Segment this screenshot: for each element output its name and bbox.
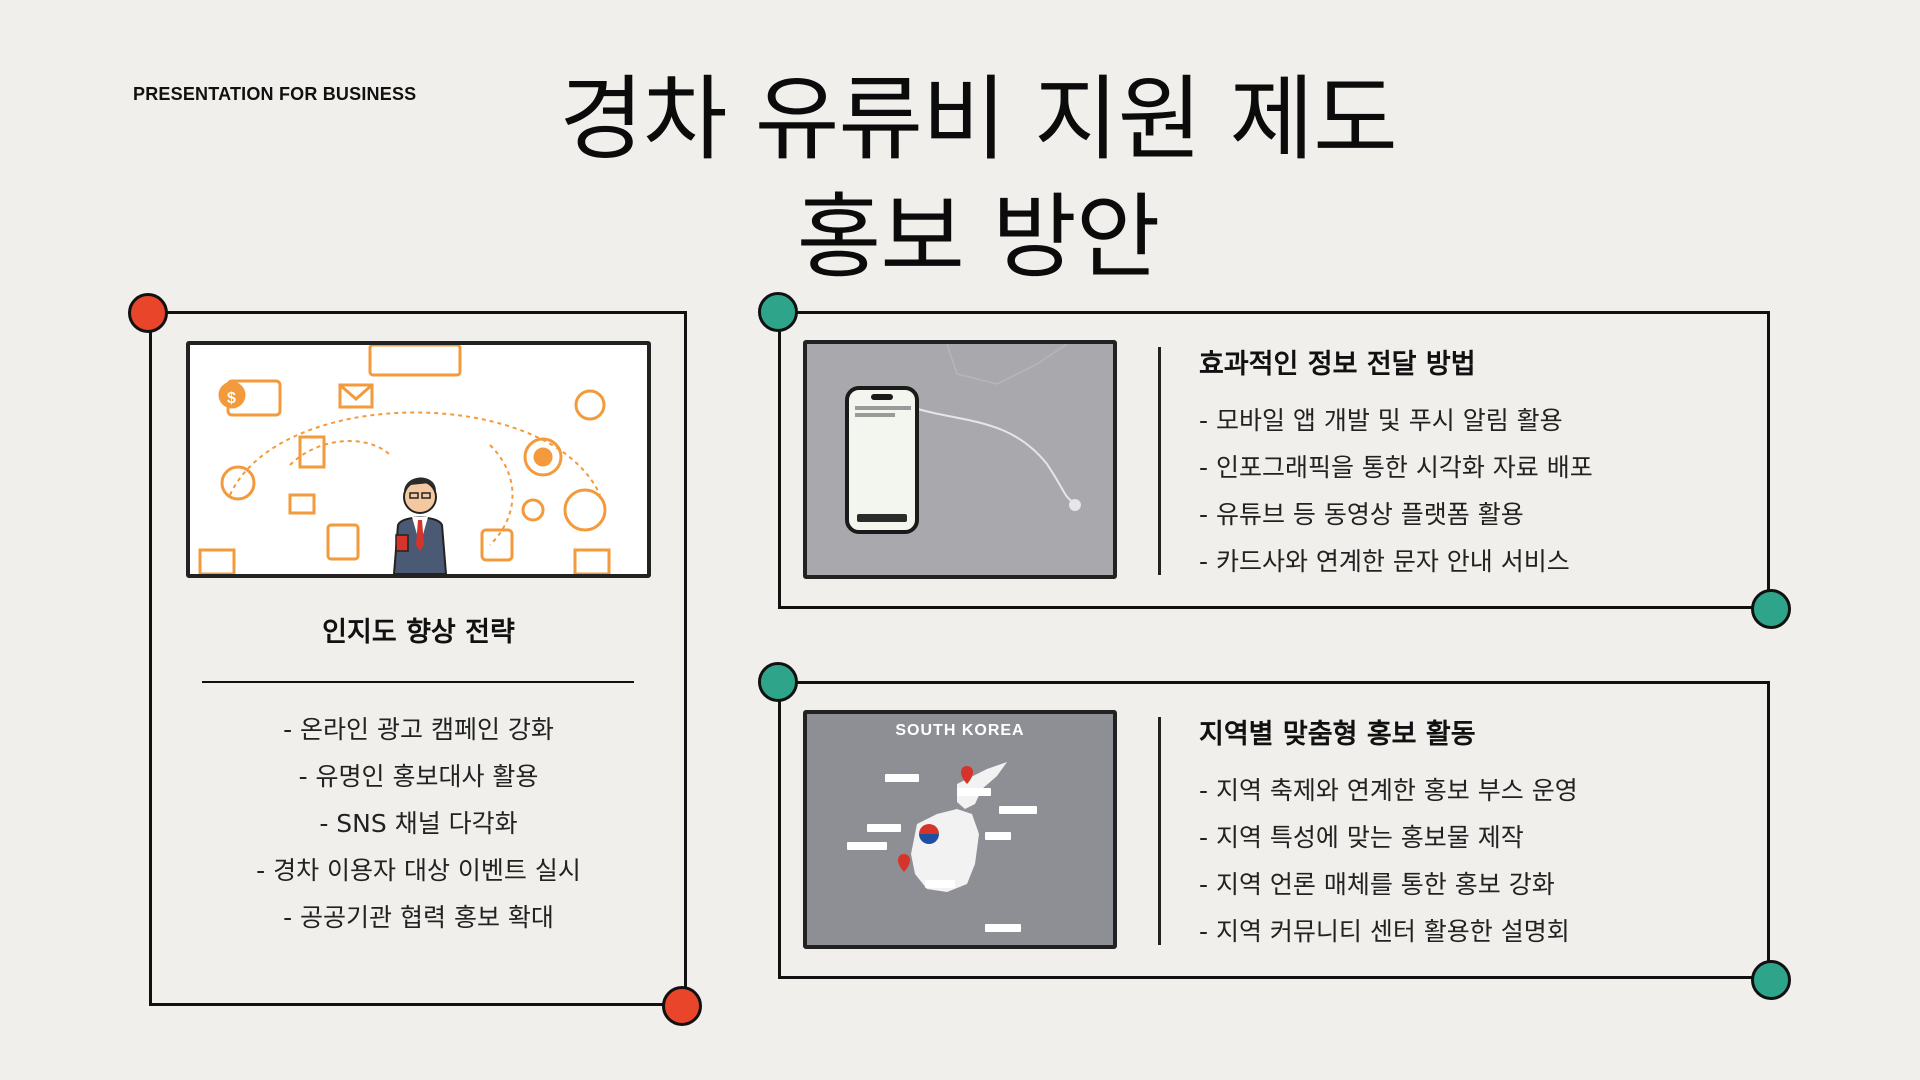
vertical-divider xyxy=(1158,717,1161,945)
info-delivery-list: - 모바일 앱 개발 및 푸시 알림 활용 - 인포그래픽을 통한 시각화 자료… xyxy=(1199,397,1593,585)
regional-promotion-heading: 지역별 맞춤형 홍보 활동 xyxy=(1199,719,1476,750)
smartphone-mockup-image xyxy=(803,340,1117,579)
awareness-strategy-list: - 온라인 광고 캠페인 강화 - 유명인 홍보대사 활용 - SNS 채널 다… xyxy=(150,706,687,941)
list-item: - 공공기관 협력 홍보 확대 xyxy=(283,903,554,932)
smartphone-icon xyxy=(845,386,919,534)
card-corner-dot-bottom-right xyxy=(662,986,702,1026)
list-item: - 유명인 홍보대사 활용 xyxy=(298,762,539,791)
south-korea-map-image: SOUTH KOREA xyxy=(803,710,1117,949)
presentation-tagline: PRESENTATION FOR BUSINESS xyxy=(133,84,417,104)
list-item: - 경차 이용자 대상 이벤트 실시 xyxy=(256,856,581,885)
card-corner-dot-top-left xyxy=(128,293,168,333)
card-corner-dot-bottom-right xyxy=(1751,589,1791,629)
card-corner-dot-bottom-right xyxy=(1751,960,1791,1000)
list-item: - 인포그래픽을 통한 시각화 자료 배포 xyxy=(1199,453,1593,482)
map-graphic xyxy=(847,762,1037,932)
businessman-figure xyxy=(392,477,448,574)
card-corner-dot-top-left xyxy=(758,292,798,332)
marketing-illustration: $ xyxy=(186,341,651,578)
title-text-2: 홍보 방안 xyxy=(796,184,1161,291)
list-item: - SNS 채널 다각화 xyxy=(319,809,518,838)
awareness-strategy-heading: 인지도 향상 전략 xyxy=(322,617,515,648)
vertical-divider xyxy=(1158,347,1161,575)
slide-title-line-2: 홍보 방안 xyxy=(0,180,1920,296)
heading-divider xyxy=(202,681,634,683)
info-delivery-card xyxy=(778,311,1770,609)
list-item: - 지역 축제와 연계한 홍보 부스 운영 xyxy=(1199,776,1578,805)
background-lines xyxy=(901,344,1081,511)
illustration-graphic: $ xyxy=(198,345,611,574)
title-text-1: 경차 유류비 지원 제도 xyxy=(559,66,1397,173)
list-item: - 모바일 앱 개발 및 푸시 알림 활용 xyxy=(1199,406,1563,435)
awareness-strategy-card xyxy=(149,311,687,1006)
list-item: - 유튜브 등 동영상 플랫폼 활용 xyxy=(1199,500,1524,529)
list-item: - 카드사와 연계한 문자 안내 서비스 xyxy=(1199,547,1570,576)
slide-title-line-1: 경차 유류비 지원 제도 xyxy=(0,62,1920,178)
list-item: - 온라인 광고 캠페인 강화 xyxy=(283,715,554,744)
list-item: - 지역 커뮤니티 센터 활용한 설명회 xyxy=(1199,917,1570,946)
list-item: - 지역 언론 매체를 통한 홍보 강화 xyxy=(1199,870,1555,899)
map-title: SOUTH KOREA xyxy=(895,722,1025,739)
regional-promotion-list: - 지역 축제와 연계한 홍보 부스 운영 - 지역 특성에 맞는 홍보물 제작… xyxy=(1199,767,1578,955)
info-delivery-heading: 효과적인 정보 전달 방법 xyxy=(1199,349,1476,380)
list-item: - 지역 특성에 맞는 홍보물 제작 xyxy=(1199,823,1524,852)
regional-promotion-card xyxy=(778,681,1770,979)
card-corner-dot-top-left xyxy=(758,662,798,702)
svg-text:$: $ xyxy=(227,390,236,407)
